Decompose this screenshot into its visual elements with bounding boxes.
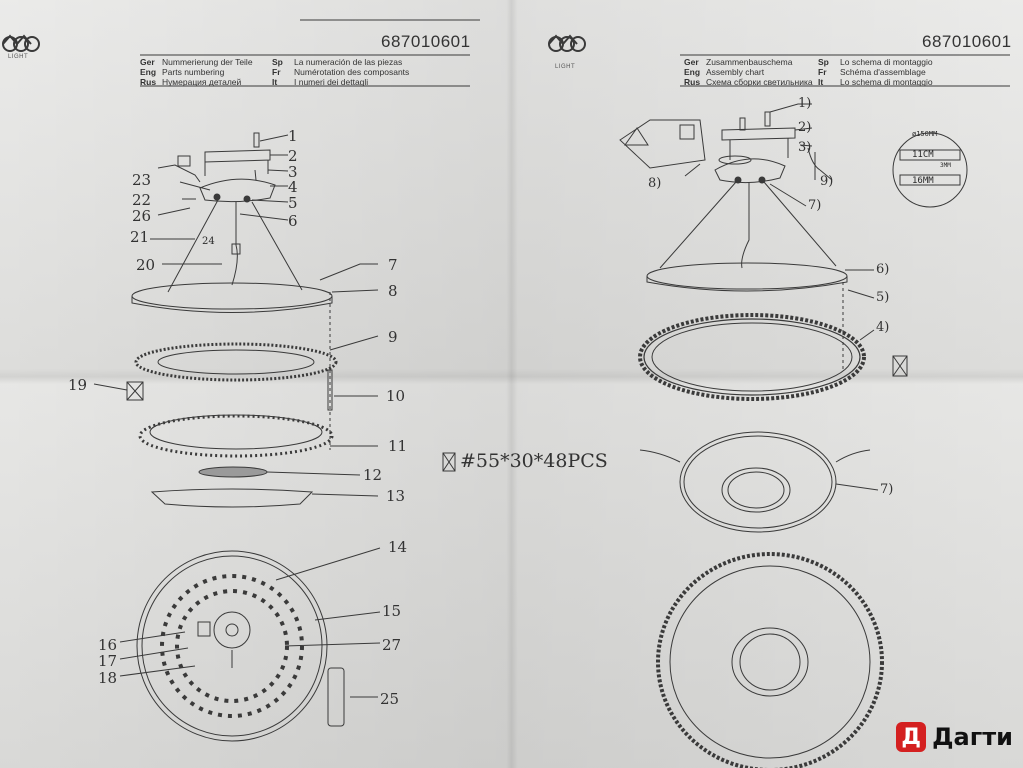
brand-logo-right — [548, 34, 586, 52]
detail-thickness: 3MM — [940, 162, 951, 169]
part-label-20: 20 — [136, 256, 156, 274]
lang-code: Ger — [684, 57, 699, 67]
assembly-label-8: 8) — [648, 176, 662, 191]
header-text: Lo schema di montaggio — [840, 57, 933, 67]
lang-code: Sp — [818, 57, 829, 67]
detail-diameter: ø150MM — [912, 130, 938, 138]
header-text: Nummerierung der Teile — [162, 57, 253, 67]
assembly-label-3: 3) — [798, 140, 812, 155]
header-text: Zusammenbauschema — [706, 57, 793, 67]
part-label-13: 13 — [386, 487, 406, 505]
part-label-16: 16 — [98, 636, 118, 654]
lang-code: Ger — [140, 57, 155, 67]
lang-code: Eng — [140, 67, 157, 77]
detail-width: 16MM — [912, 176, 934, 186]
part-label-15: 15 — [382, 602, 402, 620]
part-label-10: 10 — [386, 387, 406, 405]
part-label-17: 17 — [98, 652, 118, 670]
part-label-7: 7 — [388, 256, 398, 274]
detail-length: 11CM — [912, 150, 934, 160]
header-text: La numeración de las piezas — [294, 57, 403, 67]
part-label-22: 22 — [132, 191, 152, 209]
crystal-icon — [442, 452, 456, 472]
assembly-label-7-top: 7) — [808, 198, 822, 213]
part-label-3: 3 — [288, 163, 298, 181]
logo-caption-left: LIGHT — [8, 54, 29, 60]
part-label-9: 9 — [388, 328, 398, 346]
lang-code: Fr — [818, 67, 827, 77]
part-label-18: 18 — [98, 669, 118, 687]
header-text: Parts numbering — [162, 67, 225, 77]
header-languages-left-col1: Ger Nummerierung der Teile Eng Parts numbe… — [140, 57, 270, 87]
part-label-6: 6 — [288, 212, 298, 230]
assembly-label-1: 1) — [798, 96, 812, 111]
part-label-26: 26 — [132, 207, 152, 225]
assembly-label-2: 2) — [798, 120, 812, 135]
part-label-14: 14 — [388, 538, 408, 556]
assembly-label-6: 6) — [876, 262, 890, 277]
part-label-1: 1 — [288, 127, 298, 145]
part-label-27: 27 — [382, 636, 402, 654]
header-text: Lo schema di montaggio — [840, 77, 933, 87]
part-label-21: 21 — [130, 228, 150, 246]
lang-code: It — [818, 77, 824, 87]
brand-logo-left — [2, 34, 40, 52]
part-label-24: 24 — [202, 236, 215, 247]
assembly-label-7-diffuser: 7) — [880, 482, 894, 497]
part-label-4: 4 — [288, 178, 298, 196]
header-text: Numérotation des composants — [294, 67, 410, 77]
lang-code: Fr — [272, 67, 281, 77]
lang-code: Rus — [684, 77, 701, 87]
part-label-25: 25 — [380, 690, 400, 708]
assembly-label-5: 5) — [876, 290, 890, 305]
header-text: Схема сборки светильника — [706, 77, 813, 87]
header-languages-left-col2: Sp La numeración de las piezas Fr Numérota… — [272, 57, 472, 87]
assembly-label-9: 9) — [820, 174, 834, 189]
part-label-11: 11 — [388, 437, 408, 455]
watermark-text: Дагти — [932, 723, 1013, 751]
part-label-19: 19 — [68, 376, 88, 394]
lang-code: Sp — [272, 57, 283, 67]
part-label-12: 12 — [363, 466, 383, 484]
header-text: Нумерация деталей — [162, 77, 242, 87]
header-languages-right-col1: Ger Zusammenbauschema Eng Assembly chart R… — [684, 57, 814, 87]
header-languages-right-col2: Sp Lo schema di montaggio Fr Schéma d'asse… — [818, 57, 1008, 87]
lang-code: Eng — [684, 67, 701, 77]
crystal-count-note: #55*30*48PCS — [460, 450, 608, 472]
logo-caption-right: LIGHT — [555, 64, 576, 70]
assembly-label-4: 4) — [876, 320, 890, 335]
header-text: Assembly chart — [706, 67, 765, 77]
part-label-23: 23 — [132, 171, 152, 189]
lang-code: Rus — [140, 77, 157, 87]
header-text: I numeri dei dettagli — [294, 77, 369, 87]
site-watermark: Д Дагти — [896, 720, 1013, 754]
part-label-5: 5 — [288, 194, 298, 212]
product-code-right: 687010601 — [922, 32, 1012, 51]
watermark-logo-icon: Д — [896, 722, 927, 752]
header-text: Schéma d'assemblage — [840, 67, 926, 77]
product-code-left: 687010601 — [381, 32, 471, 51]
part-label-8: 8 — [388, 282, 398, 300]
part-label-2: 2 — [288, 147, 298, 165]
lang-code: It — [272, 77, 278, 87]
